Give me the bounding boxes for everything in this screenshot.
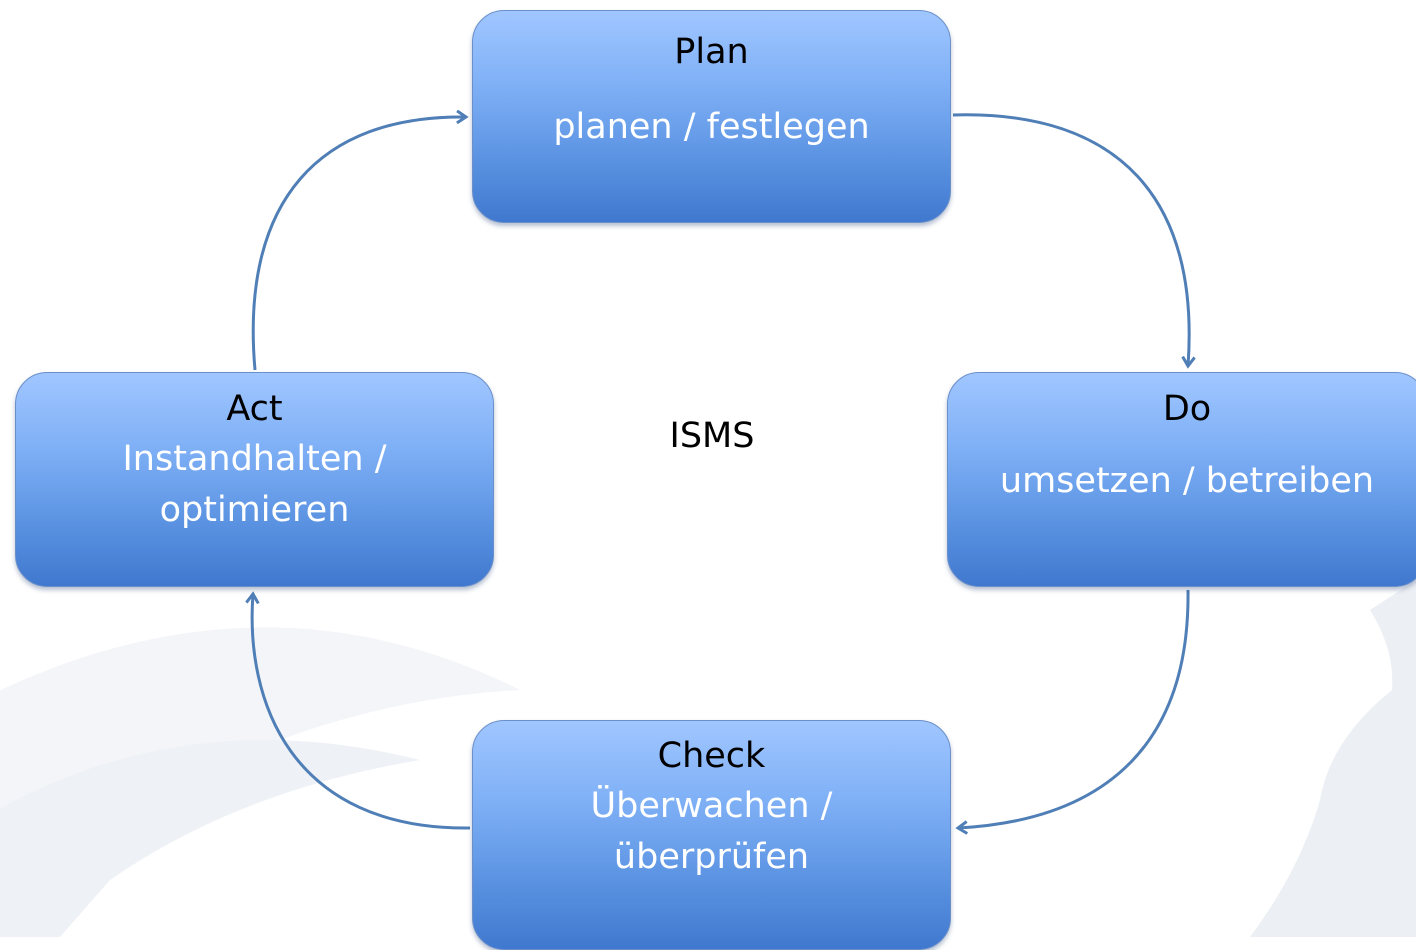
do-subtitle: umsetzen / betreiben	[999, 461, 1375, 501]
center-label: ISMS	[669, 416, 755, 456]
check-box: Check Überwachen / überprüfen	[472, 720, 951, 950]
act-box: Act Instandhalten / optimieren	[15, 372, 494, 587]
check-subtitle-line-1: Überwachen /	[590, 786, 833, 826]
do-title: Do	[1162, 389, 1212, 429]
background-head-silhouette	[1250, 580, 1416, 937]
background-swoosh	[0, 740, 420, 937]
do-box: Do umsetzen / betreiben	[947, 372, 1416, 587]
act-subtitle-line-2: optimieren	[159, 490, 350, 530]
check-subtitle-line-2: überprüfen	[613, 837, 810, 877]
act-subtitle-line-1: Instandhalten /	[122, 439, 387, 479]
plan-box: Plan planen / festlegen	[472, 10, 951, 223]
act-title: Act	[226, 389, 283, 429]
plan-subtitle: planen / festlegen	[553, 107, 870, 147]
check-title: Check	[657, 736, 766, 776]
plan-title: Plan	[674, 32, 749, 72]
